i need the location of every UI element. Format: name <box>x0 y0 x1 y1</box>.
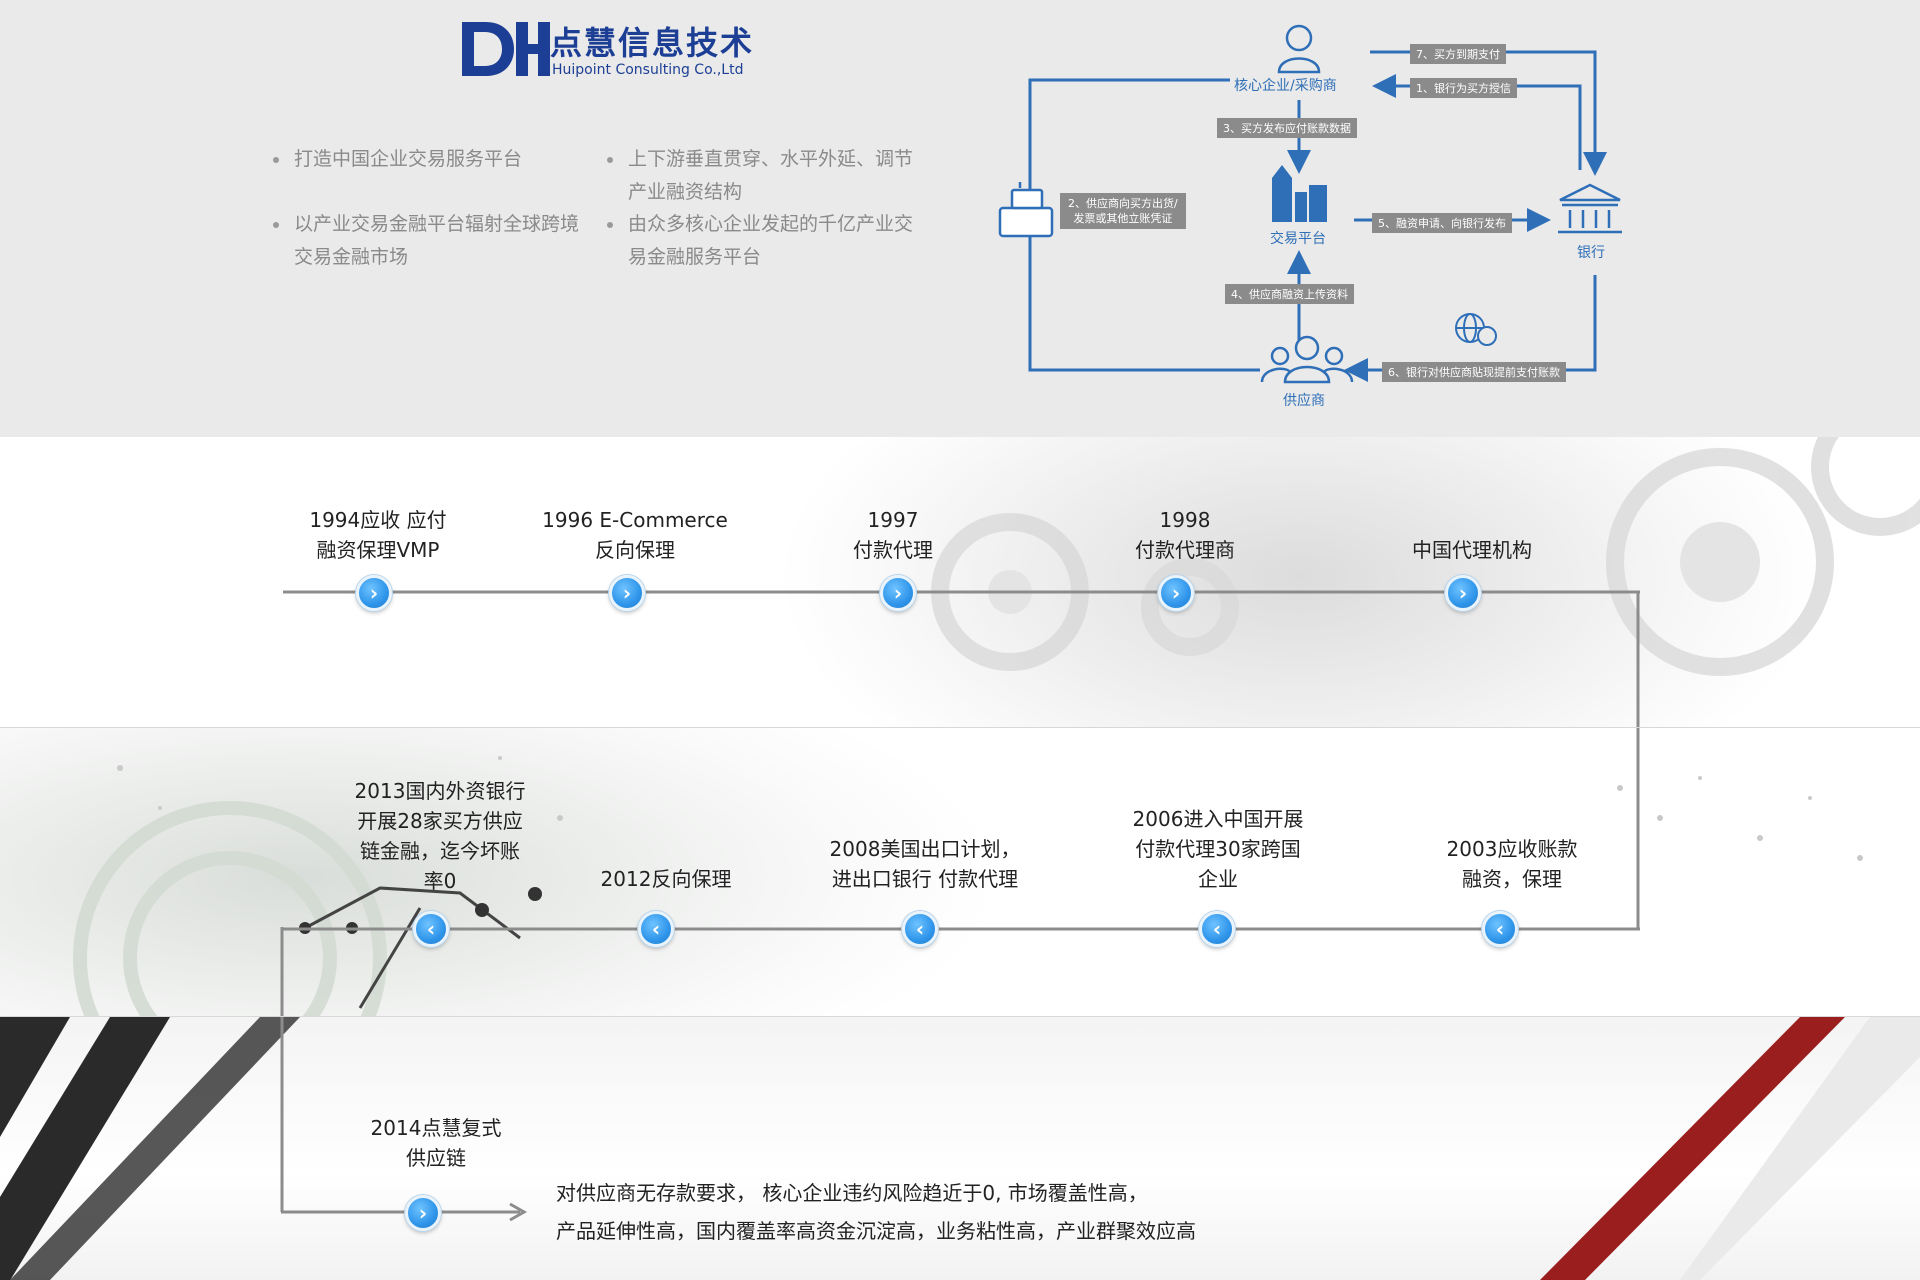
bullet-dot-icon <box>607 222 613 228</box>
core-enterprise-label: 核心企业/采购商 <box>1234 78 1337 94</box>
timeline-label-line: 进出口银行 付款代理 <box>831 867 1019 891</box>
timeline-label-line: 付款代理商 <box>1135 538 1235 562</box>
supplier-label: 供应商 <box>1283 393 1325 409</box>
step-6-tag: 6、银行对供应商贴现提前支付账款 <box>1382 362 1566 382</box>
feature-item: 上下游垂直贯穿、水平外延、调节 产业融资结构 <box>607 143 914 209</box>
summary-line: 产品延伸性高，国内覆盖率高资金沉淀高，业务粘性高，产业群聚效应高 <box>556 1219 1196 1243</box>
timeline-label-line: 开展28家买方供应 <box>357 809 523 833</box>
timeline-label-line: 融资保理VMP <box>316 538 440 562</box>
timeline-label: 2008美国出口计划， 进出口银行 付款代理 <box>810 834 1040 894</box>
timeline-label-line: 1996 E-Commerce <box>542 508 728 532</box>
timeline-label-line: 2013国内外资银行 <box>354 779 526 803</box>
logo[interactable]: 点慧信息技术 Huipoint Consulting Co.,Ltd <box>460 18 760 88</box>
platform-label: 交易平台 <box>1270 231 1326 247</box>
timeline-label: 2006进入中国开展 付款代理30家跨国 企业 <box>1118 804 1318 894</box>
timeline-label-line: 融资，保理 <box>1462 867 1562 891</box>
feature-line: 由众多核心企业发起的千亿产业交 <box>628 213 914 235</box>
timeline-label-line: 2012反向保理 <box>600 867 732 891</box>
timeline-label-line: 2006进入中国开展 <box>1132 807 1304 831</box>
feature-item: 打造中国企业交易服务平台 <box>273 143 523 176</box>
bank-label: 银行 <box>1577 245 1605 261</box>
step-5-tag: 5、融资申请、向银行发布 <box>1372 213 1512 233</box>
timeline-label-line: 2008美国出口计划， <box>829 837 1021 861</box>
timeline-label-line: 供应链 <box>406 1146 466 1170</box>
gear-background-icon <box>283 437 1920 727</box>
brand-name-cn: 点慧信息技术 <box>550 24 755 62</box>
timeline-label: 中国代理机构 <box>1372 535 1572 565</box>
timeline-prev-button[interactable]: ‹ <box>413 911 449 947</box>
timeline-band-1: 1994应收 应付 融资保理VMP › 1996 E-Commerce 反向保理… <box>0 437 1920 729</box>
timeline-prev-button[interactable]: ‹ <box>1482 911 1518 947</box>
feature-line: 易金融服务平台 <box>628 246 762 268</box>
feature-line: 打造中国企业交易服务平台 <box>294 148 523 170</box>
summary-line: 对供应商无存款要求， 核心企业违约风险趋近于0, 市场覆盖性高， <box>556 1181 1148 1205</box>
flow-diagram: 核心企业/采购商 交易平台 银行 供应商 7、买方到期支付 1、银行为买方授信 … <box>980 10 1640 420</box>
stripe-decoration-icon <box>0 1017 1920 1280</box>
globe-dollar-icon <box>1455 313 1497 346</box>
timeline-label-line: 反向保理 <box>595 538 675 562</box>
timeline-label: 2003应收账款 融资，保理 <box>1412 834 1612 894</box>
timeline-next-button[interactable]: › <box>1445 575 1481 611</box>
step-3-tag: 3、买方发布应付账款数据 <box>1217 118 1357 138</box>
timeline-next-button[interactable]: › <box>356 575 392 611</box>
timeline-label-line: 付款代理30家跨国 <box>1135 837 1301 861</box>
buildings-icon <box>1272 165 1327 222</box>
step-1-tag: 1、银行为买方授信 <box>1410 78 1517 98</box>
timeline-prev-button[interactable]: ‹ <box>638 911 674 947</box>
summary-text: 对供应商无存款要求， 核心企业违约风险趋近于0, 市场覆盖性高， 产品延伸性高，… <box>556 1174 1196 1250</box>
brand-name-en: Huipoint Consulting Co.,Ltd <box>552 62 744 78</box>
circuit-background-icon <box>73 728 1863 1016</box>
timeline-next-button[interactable]: › <box>1158 575 1194 611</box>
timeline-label-line: 付款代理 <box>853 538 933 562</box>
header-section: 点慧信息技术 Huipoint Consulting Co.,Ltd 打造中国企… <box>0 0 1920 438</box>
timeline-label: 1994应收 应付 融资保理VMP <box>278 505 478 565</box>
bank-icon <box>1558 183 1622 234</box>
timeline-label: 1997 付款代理 <box>793 505 993 565</box>
step-2-tag: 2、供应商向买方出货/ 发票或其他立账凭证 <box>1060 193 1186 229</box>
timeline-label: 2014点慧复式 供应链 <box>336 1113 536 1173</box>
bullet-dot-icon <box>607 157 613 163</box>
timeline-prev-button[interactable]: ‹ <box>1199 911 1235 947</box>
timeline-next-button[interactable]: › <box>405 1195 441 1231</box>
group-icon <box>1260 335 1354 384</box>
timeline-label-line: 1998 <box>1159 508 1211 532</box>
timeline-label: 2013国内外资银行 开展28家买方供应 链金融，迄今坏账 率0 <box>340 776 540 896</box>
step-2-line: 2、供应商向买方出货/ <box>1068 197 1178 210</box>
timeline-label-line: 企业 <box>1198 867 1238 891</box>
timeline-next-button[interactable]: › <box>880 575 916 611</box>
timeline-label-line: 1994应收 应付 <box>309 508 447 532</box>
feature-item: 由众多核心企业发起的千亿产业交 易金融服务平台 <box>607 208 914 274</box>
feature-line: 上下游垂直贯穿、水平外延、调节 <box>628 148 914 170</box>
timeline-next-button[interactable]: › <box>609 575 645 611</box>
step-2-line: 发票或其他立账凭证 <box>1073 212 1173 225</box>
timeline-label: 2012反向保理 <box>566 864 766 894</box>
timeline-prev-button[interactable]: ‹ <box>902 911 938 947</box>
bullet-dot-icon <box>273 157 279 163</box>
timeline-label-line: 率0 <box>423 869 457 893</box>
timeline-label-line: 2014点慧复式 <box>370 1116 502 1140</box>
feature-line: 以产业交易金融平台辐射全球跨境 <box>294 213 580 235</box>
feature-line: 交易金融市场 <box>294 246 409 268</box>
timeline-label: 1998 付款代理商 <box>1085 505 1285 565</box>
step-4-tag: 4、供应商融资上传资料 <box>1225 284 1354 304</box>
timeline-label-line: 2003应收账款 <box>1446 837 1578 861</box>
cash-register-icon <box>998 182 1054 238</box>
feature-item: 以产业交易金融平台辐射全球跨境 交易金融市场 <box>273 208 580 274</box>
person-icon <box>1277 24 1321 74</box>
timeline-label-line: 1997 <box>867 508 919 532</box>
feature-line: 产业融资结构 <box>628 181 743 203</box>
step-7-tag: 7、买方到期支付 <box>1410 44 1506 64</box>
dh-logo-icon <box>462 22 550 76</box>
timeline-label-line: 中国代理机构 <box>1412 538 1532 562</box>
timeline-band-2: 2013国内外资银行 开展28家买方供应 链金融，迄今坏账 率0 ‹ 2012反… <box>0 728 1920 1018</box>
bullet-dot-icon <box>273 222 279 228</box>
timeline-label-line: 链金融，迄今坏账 <box>360 839 520 863</box>
summary-band: 2014点慧复式 供应链 › 对供应商无存款要求， 核心企业违约风险趋近于0, … <box>0 1017 1920 1280</box>
timeline-label: 1996 E-Commerce 反向保理 <box>520 505 750 565</box>
